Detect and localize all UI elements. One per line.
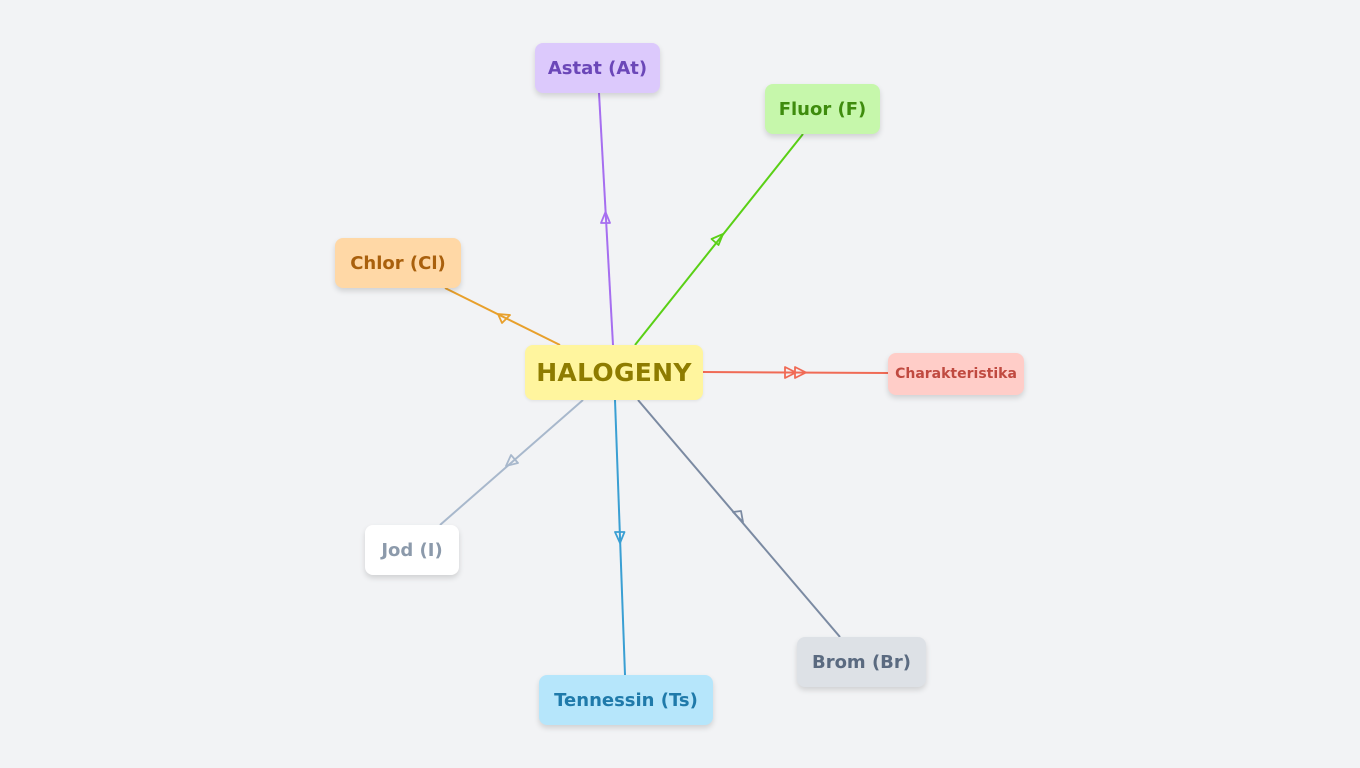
topic-node-jod[interactable]: Jod (I) — [365, 525, 459, 575]
connector-astat — [598, 92, 614, 346]
connector-brom — [637, 399, 841, 638]
topic-label-jod: Jod (I) — [381, 539, 443, 561]
central-topic-node[interactable]: HALOGENY — [525, 345, 703, 400]
topic-node-chlor[interactable]: Chlor (Cl) — [335, 238, 461, 288]
topic-label-astat: Astat (At) — [547, 57, 648, 79]
topic-label-tennessin: Tennessin (Ts) — [554, 689, 698, 711]
topic-label-chlor: Chlor (Cl) — [350, 252, 446, 274]
connector-fluor — [634, 133, 804, 346]
topic-node-brom[interactable]: Brom (Br) — [797, 637, 926, 687]
topic-label-fluor: Fluor (F) — [778, 98, 867, 120]
topic-node-tennessin[interactable]: Tennessin (Ts) — [539, 675, 713, 725]
connector-jod — [439, 399, 584, 526]
topic-node-fluor[interactable]: Fluor (F) — [765, 84, 880, 134]
topic-label-charakteristika: Charakteristika — [895, 366, 1017, 382]
topic-label-brom: Brom (Br) — [811, 651, 912, 673]
topic-node-astat[interactable]: Astat (At) — [535, 43, 660, 93]
topic-node-charakteristika[interactable]: Charakteristika — [888, 353, 1024, 395]
connector-chlor — [444, 287, 561, 346]
central-topic-label: HALOGENY — [536, 358, 692, 387]
connector-tennessin — [614, 399, 626, 676]
connector-charakteristika — [702, 366, 889, 379]
